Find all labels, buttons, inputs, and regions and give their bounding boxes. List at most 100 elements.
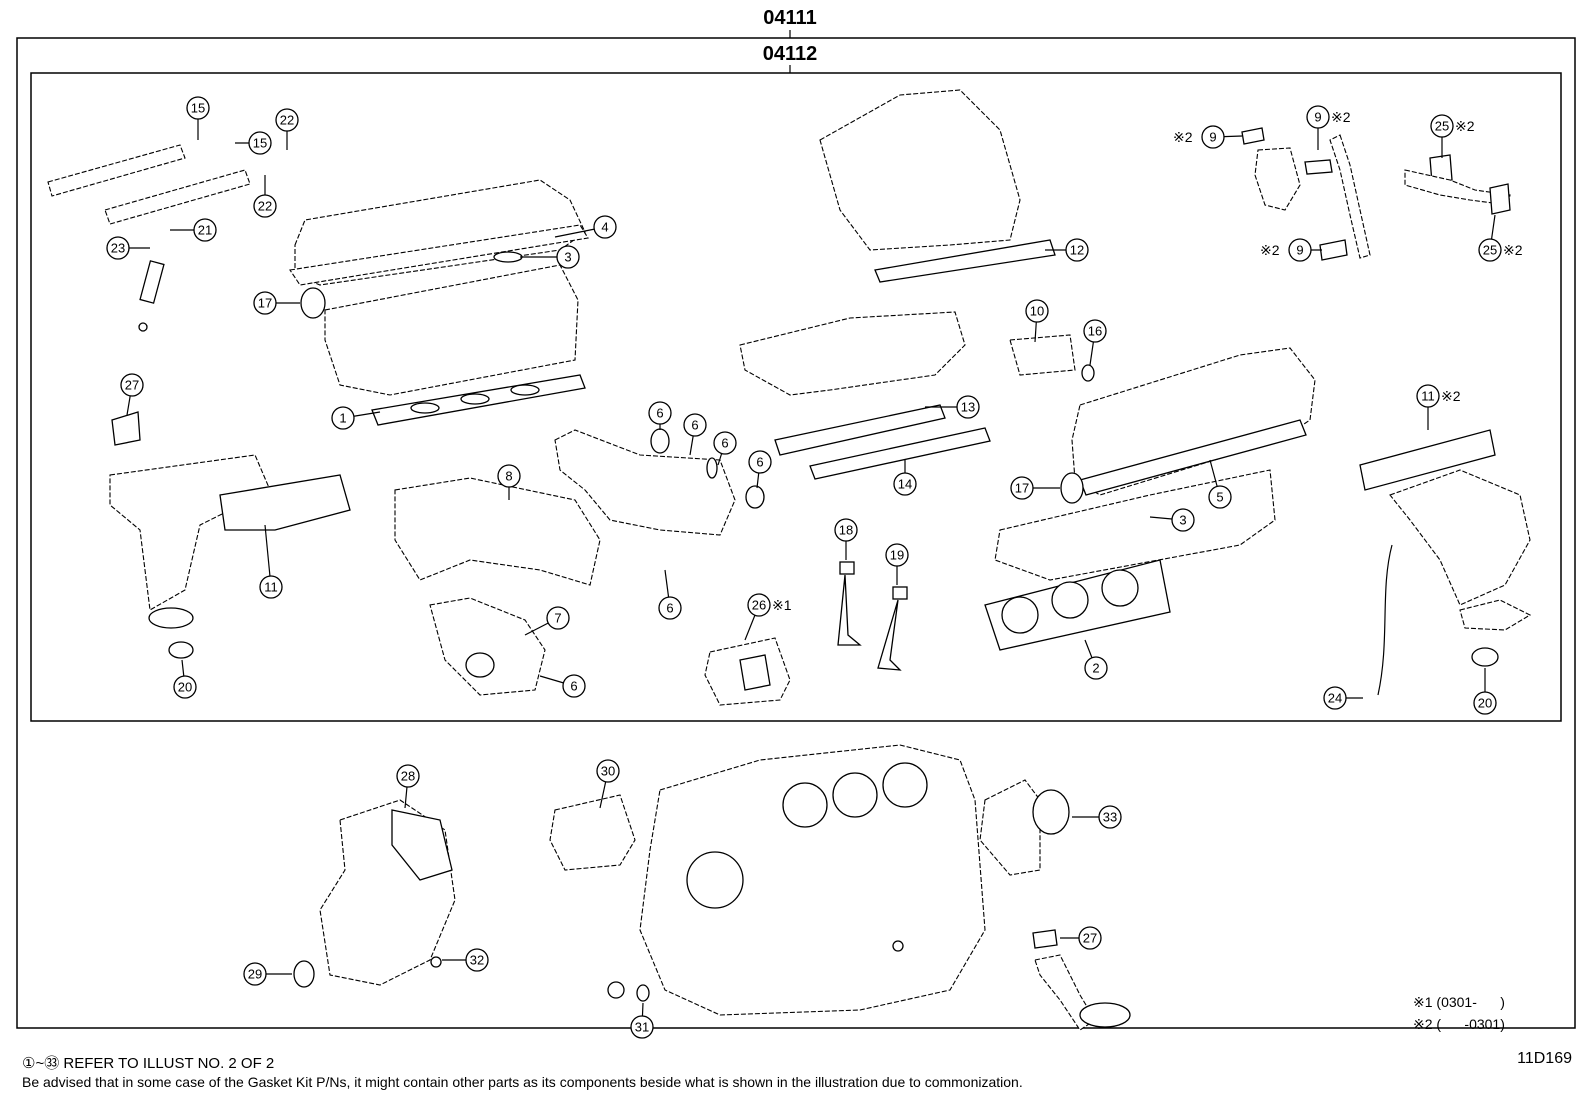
callout-c22a: 22 <box>275 108 299 150</box>
callout-number: 6 <box>656 406 663 421</box>
callout-circle <box>956 395 980 419</box>
callout-circle <box>1323 686 1347 710</box>
timing-cover-upper <box>394 477 601 586</box>
water-outlet <box>1009 334 1095 382</box>
callout-number: 20 <box>1478 696 1492 711</box>
callout-number: 17 <box>1015 481 1029 496</box>
callout-number: 25 <box>1483 243 1497 258</box>
callout-number: 32 <box>470 953 484 968</box>
callout-circle <box>243 962 267 986</box>
callout-number: 10 <box>1030 304 1044 319</box>
cylinder-head-left <box>300 264 579 396</box>
valve-cover-left <box>289 179 589 286</box>
legend-note-1: ※1 (0301- ) <box>1413 994 1505 1010</box>
callout-circle <box>173 675 197 699</box>
timing-chain-cover <box>319 799 456 986</box>
callout-circle <box>1306 105 1330 129</box>
callout-c9b: 9 ※2 <box>1306 105 1351 150</box>
callout-number: 24 <box>1328 691 1342 706</box>
callout-circle <box>593 215 617 239</box>
callout-number: 22 <box>258 199 272 214</box>
callout-number: 9 <box>1314 110 1321 125</box>
callout-c32: 32 <box>442 948 489 972</box>
callout-circle <box>1084 656 1108 680</box>
callout-c31: 31 <box>630 1002 654 1039</box>
kit-label-inner: 04112 <box>763 43 818 65</box>
callout-circle <box>747 593 771 617</box>
callout-circle <box>1098 805 1122 829</box>
callout-c28: 28 <box>396 764 420 809</box>
callout-number: 6 <box>756 455 763 470</box>
callout-c3a: 3 <box>520 245 580 269</box>
callout-circle <box>1288 238 1312 262</box>
head-gasket-right <box>984 559 1171 651</box>
callout-c17b: 17 <box>1010 476 1060 500</box>
callout-circle <box>1208 485 1232 509</box>
footer-advice: Be advised that in some case of the Gask… <box>22 1074 1023 1090</box>
callout-c29: 29 <box>243 962 292 986</box>
cylinder-head-right <box>994 469 1276 581</box>
callout-number: 8 <box>505 469 512 484</box>
center-seals <box>650 428 765 509</box>
callout-circle <box>331 406 355 430</box>
callout-layer: 123345666666789※29※29※2101111※2121314151… <box>106 96 1523 1039</box>
callout-note: ※2 <box>1455 118 1475 134</box>
callout-circle <box>1065 238 1089 262</box>
callout-number: 2 <box>1092 661 1099 676</box>
callout-circle <box>1171 508 1195 532</box>
callout-c15b: 15 <box>235 131 272 155</box>
callout-c20b: 20 <box>1473 668 1497 715</box>
callout-c1: 1 <box>331 406 381 430</box>
callout-number: 17 <box>258 296 272 311</box>
callout-circle <box>1478 238 1502 262</box>
callout-c3b: 3 <box>1149 508 1195 532</box>
rear-oil-seal-retainer <box>979 779 1070 876</box>
callout-c15a: 15 <box>186 96 210 140</box>
callout-number: 6 <box>570 679 577 694</box>
callout-circle <box>396 764 420 788</box>
intake-manifold-upper <box>819 89 1056 283</box>
outer-seals <box>293 940 904 1002</box>
callout-c6c: 6 <box>713 431 737 466</box>
valve-cover-right <box>1060 347 1316 525</box>
callout-number: 6 <box>666 601 673 616</box>
callout-c6d: 6 <box>748 450 772 489</box>
callout-number: 5 <box>1216 490 1223 505</box>
oil-strainer <box>1032 929 1131 1031</box>
timing-cover-rear <box>554 429 736 536</box>
callout-circle <box>658 596 682 620</box>
callout-number: 15 <box>253 136 267 151</box>
callout-circle <box>253 194 277 218</box>
callout-note: ※1 <box>772 597 792 613</box>
callout-number: 3 <box>564 250 571 265</box>
callout-c26: 26※1 <box>744 593 792 641</box>
callout-number: 31 <box>635 1020 649 1035</box>
callout-c17a: 17 <box>253 291 300 315</box>
callout-c25b: 25※2 <box>1478 214 1523 262</box>
callout-number: 12 <box>1070 243 1084 258</box>
callout-circle <box>1430 114 1454 138</box>
callout-circle <box>1025 299 1049 323</box>
callout-number: 27 <box>125 378 139 393</box>
callout-number: 13 <box>961 400 975 415</box>
callout-c5: 5 <box>1208 459 1232 509</box>
callout-circle <box>1201 125 1225 149</box>
callout-note: ※2 <box>1260 242 1280 258</box>
exhaust-manifold-right <box>1359 429 1532 696</box>
callout-c12: 12 <box>1045 238 1089 262</box>
callout-c27a: 27 <box>120 373 144 416</box>
cylinder-block <box>639 744 986 1016</box>
callout-c19: 19 <box>885 543 909 585</box>
callout-circle <box>253 291 277 315</box>
fuel-rails <box>47 144 251 332</box>
callout-note: ※2 <box>1331 109 1351 125</box>
callout-circle <box>748 450 772 474</box>
callout-number: 7 <box>554 611 561 626</box>
callout-c30: 30 <box>596 759 620 809</box>
callout-number: 25 <box>1435 119 1449 134</box>
kit-label-outer: 04111 <box>763 7 816 29</box>
callout-circle <box>465 948 489 972</box>
legend-note-2: ※2 ( -0301) <box>1413 1016 1505 1032</box>
callout-circle <box>893 472 917 496</box>
